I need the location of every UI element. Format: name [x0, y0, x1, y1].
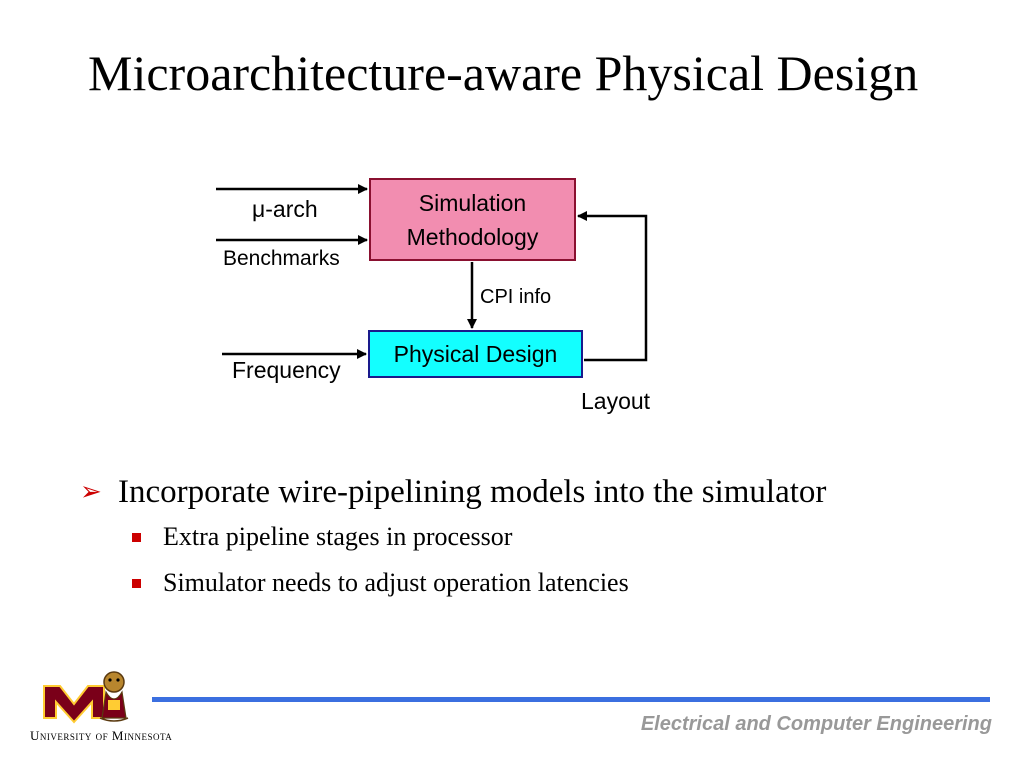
main-bullet: ➢ Incorporate wire-pipelining models int… — [80, 470, 1000, 514]
sub-bullet: Simulator needs to adjust operation late… — [132, 560, 1000, 606]
slide-title: Microarchitecture-aware Physical Design — [88, 45, 919, 101]
flow-diagram: Simulation Methodology Physical Design μ… — [216, 178, 651, 414]
diagram-arrows — [216, 184, 648, 362]
arrow-bullet-icon: ➢ — [80, 477, 102, 506]
layout-label: Layout — [581, 388, 651, 414]
physical-design-box: Physical Design — [368, 330, 583, 378]
sub-bullet: Extra pipeline stages in processor — [132, 514, 1000, 560]
square-bullet-icon — [132, 578, 141, 588]
university-name: University of Minnesota — [30, 728, 173, 743]
simulation-methodology-box: Simulation Methodology — [369, 178, 576, 261]
bullet-list: ➢ Incorporate wire-pipelining models int… — [80, 470, 1000, 606]
department-name: Electrical and Computer Engineering — [640, 713, 992, 735]
sub-bullet-text: Simulator needs to adjust operation late… — [163, 568, 629, 597]
main-bullet-text: Incorporate wire-pipelining models into … — [118, 474, 827, 510]
sub-bullet-text: Extra pipeline stages in processor — [163, 522, 513, 551]
square-bullet-icon — [132, 532, 141, 542]
benchmarks-label: Benchmarks — [223, 247, 340, 270]
sim-box-line2: Methodology — [406, 223, 539, 250]
footer-divider — [152, 697, 990, 702]
arch-label: μ-arch — [252, 196, 318, 222]
university-logo — [43, 671, 129, 724]
frequency-label: Frequency — [232, 357, 341, 383]
cpi-info-label: CPI info — [480, 286, 552, 308]
sim-box-line1: Simulation — [418, 189, 527, 216]
layout-feedback-arrow — [577, 211, 648, 362]
